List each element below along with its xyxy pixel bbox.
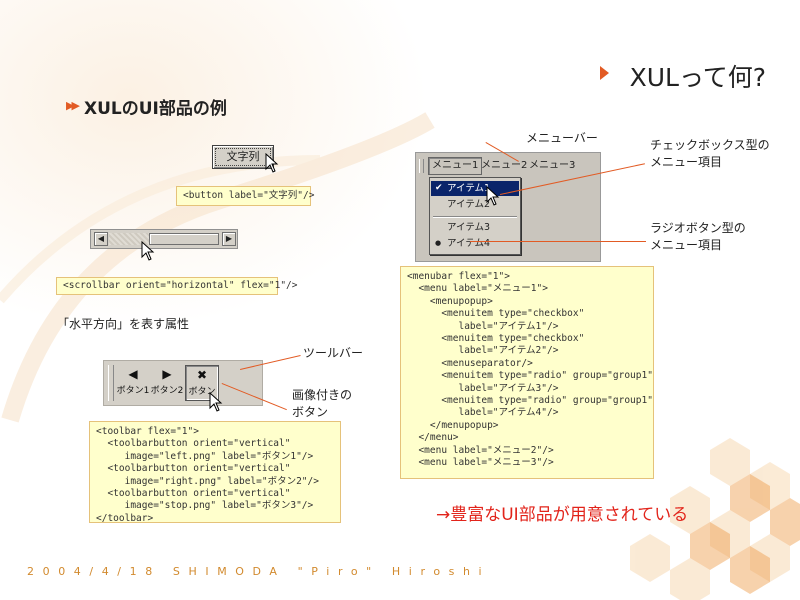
menu-code-line: <menuitem type="checkbox" — [407, 333, 585, 345]
xul-example-menu-window: メニュー1 メニュー2 メニュー3 ✔ アイテム1 アイテム2 アイテム3 ● … — [415, 152, 601, 262]
mouse-cursor-icon — [486, 186, 500, 206]
xul-example-button[interactable]: 文字列 — [212, 145, 274, 169]
menu-code-line: <menuitem type="radio" group="group1" — [407, 370, 653, 382]
radio-item-label-line1: ラジオボタン型の — [650, 221, 746, 235]
menubar: メニュー1 メニュー2 メニュー3 — [416, 157, 600, 175]
radio-pointer-line — [470, 241, 646, 242]
toolbar-code-box: <toolbar flex="1"> <toolbarbutton orient… — [89, 421, 341, 524]
slide-title: XULって何? — [629, 63, 766, 92]
scrollbar-note: 「水平方向」を表す属性 — [57, 317, 190, 331]
menu-item-1[interactable]: ✔ アイテム1 — [431, 181, 519, 196]
menu-item-2[interactable]: アイテム2 — [431, 197, 519, 212]
menu-item-4[interactable]: ● アイテム4 — [431, 236, 519, 251]
menu-code-line: label="アイテム2"/> — [407, 345, 559, 357]
menu-code-line: <menu label="メニュー1"> — [407, 283, 548, 295]
toolbar-button-2[interactable]: ▶ ボタン2 — [150, 365, 184, 401]
menu-1[interactable]: メニュー1 — [428, 157, 483, 175]
button-code-box: <button label="文字列"/> — [176, 186, 315, 206]
right-arrow-icon: ▶ — [162, 367, 172, 381]
scrollbar-code-box: <scrollbar orient="horizontal" flex="1"/… — [56, 277, 298, 295]
menu-2[interactable]: メニュー2 — [481, 160, 528, 171]
image-button-label-line2: ボタン — [292, 405, 329, 419]
scroll-track[interactable] — [109, 233, 219, 245]
menu-item-3-label: アイテム3 — [447, 222, 491, 233]
button-code: <button label="文字列"/> — [183, 190, 315, 201]
menu-code-line: <menuitem type="checkbox" — [407, 308, 585, 320]
mouse-cursor-icon — [209, 392, 223, 412]
menu-item-1-label: アイテム1 — [447, 183, 491, 194]
menu-item-4-label: アイテム4 — [447, 238, 491, 249]
toolbar-code-line: image="left.png" label="ボタン1"/> — [96, 450, 314, 462]
xul-example-scrollbar[interactable]: ◀ ▶ — [90, 229, 238, 249]
checkmark-icon: ✔ — [435, 183, 443, 193]
xul-example-toolbar: ◀ ボタン1 ▶ ボタン2 ✖ ボタン — [103, 360, 263, 406]
image-button-label-line1: 画像付きの — [292, 388, 353, 402]
left-arrow-icon: ◀ — [128, 367, 138, 381]
menu-code-line: <menuitem type="radio" group="group1" — [407, 395, 653, 407]
toolbar-grip[interactable] — [108, 365, 114, 401]
menu-code-line: label="アイテム1"/> — [407, 320, 559, 332]
mouse-cursor-icon — [141, 241, 155, 261]
toolbar-button-1-label: ボタン1 — [116, 386, 150, 396]
toolbar-code-line: image="right.png" label="ボタン2"/> — [96, 475, 319, 487]
scroll-thumb[interactable] — [149, 233, 219, 245]
menu-code-line: <menu label="メニュー2"/> — [407, 444, 554, 456]
toolbar-button-1[interactable]: ◀ ボタン1 — [116, 365, 150, 401]
radio-dot-icon: ● — [435, 239, 442, 247]
toolbar-code-line: <toolbar flex="1"> — [96, 426, 199, 437]
footer-credit: 2004/4/18 SHIMODA "Piro" Hiroshi — [27, 565, 491, 578]
toolbar-label: ツールバー — [303, 346, 364, 360]
menu-code-line: <menupopup> — [407, 295, 493, 307]
menubar-grip[interactable] — [419, 159, 424, 173]
stop-x-icon: ✖ — [196, 368, 208, 382]
xul-example-button-label: 文字列 — [215, 148, 271, 166]
toolbar-code-line: image="stop.png" label="ボタン3"/> — [96, 500, 314, 512]
checkbox-item-label-line1: チェックボックス型の — [650, 138, 770, 152]
menu-code-line: label="アイテム4"/> — [407, 407, 559, 419]
toolbar-code-line: <toolbarbutton orient="vertical" — [96, 438, 291, 450]
double-chevron-icon: ▶▶ — [66, 99, 80, 112]
toolbar-code-line: </toolbar> — [96, 512, 154, 524]
scrollbar-code: <scrollbar orient="horizontal" flex="1"/… — [63, 280, 298, 291]
scroll-left-button[interactable]: ◀ — [94, 232, 108, 246]
menu-item-2-label: アイテム2 — [447, 199, 491, 210]
title-triangle-icon — [600, 66, 609, 80]
menu-separator — [433, 216, 517, 218]
slide-subtitle: XULのUI部品の例 — [84, 99, 227, 119]
menu-code-line: <menu label="メニュー3"/> — [407, 457, 554, 469]
toolbar-button-2-label: ボタン2 — [150, 386, 184, 396]
mouse-cursor-icon — [265, 153, 279, 173]
menu-code-box: <menubar flex="1"> <menu label="メニュー1"> … — [400, 266, 654, 479]
toolbar-code-line: <toolbarbutton orient="vertical" — [96, 463, 291, 475]
menu-code-line: </menu> — [407, 432, 459, 444]
checkbox-item-label-line2: メニュー項目 — [650, 155, 723, 169]
menu-code-line: label="アイテム3"/> — [407, 382, 559, 394]
conclusion-text: →豊富なUI部品が用意されている — [436, 505, 689, 525]
menu-code-line: <menuseparator/> — [407, 357, 533, 369]
toolbar-button-3[interactable]: ✖ ボタン — [185, 365, 219, 401]
menu-popup: ✔ アイテム1 アイテム2 アイテム3 ● アイテム4 — [429, 177, 521, 255]
toolbar-button-3-label: ボタン — [188, 387, 216, 397]
menu-code-line: <menubar flex="1"> — [407, 271, 510, 282]
toolbar-code-line: <toolbarbutton orient="vertical" — [96, 488, 291, 500]
menu-code-line: </menupopup> — [407, 419, 499, 431]
menu-item-3[interactable]: アイテム3 — [431, 220, 519, 235]
radio-item-label-line2: メニュー項目 — [650, 238, 723, 252]
menubar-label: メニューバー — [526, 131, 598, 145]
scroll-right-button[interactable]: ▶ — [222, 232, 236, 246]
menu-3[interactable]: メニュー3 — [529, 160, 576, 171]
